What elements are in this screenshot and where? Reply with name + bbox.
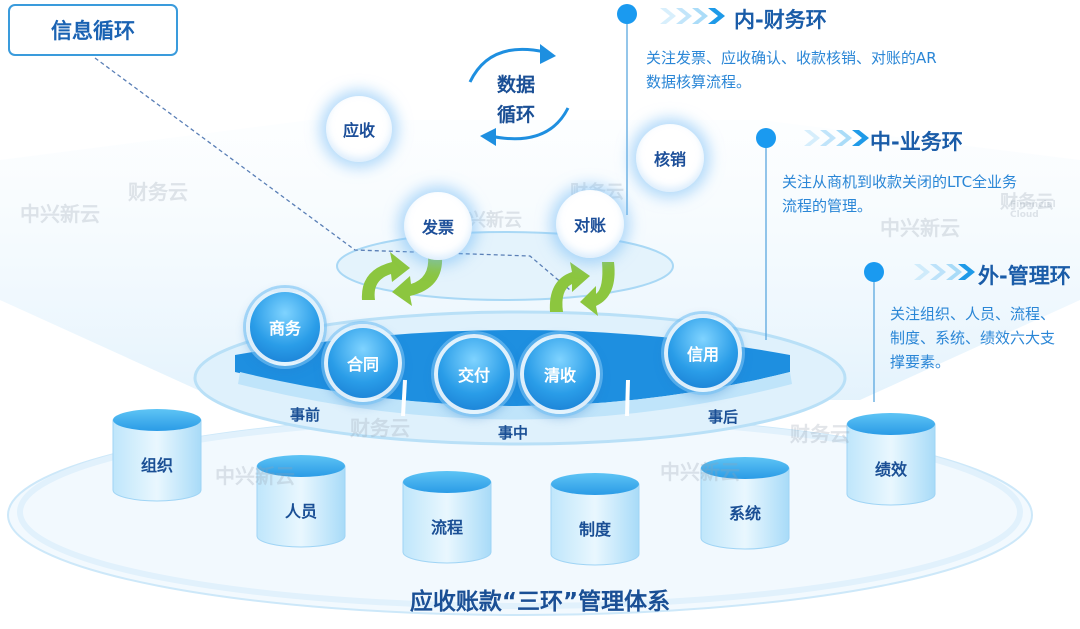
inner-ring-desc-line: 数据核算流程。 — [646, 73, 752, 91]
exchange-arrows-icon — [361, 252, 615, 316]
watermark-logo: 财务云 — [128, 180, 188, 204]
middle-ring-marker — [756, 128, 776, 148]
watermark-logo: 中兴新云 — [660, 460, 740, 484]
middle-ring-desc-line: 流程的管理。 — [782, 197, 873, 215]
chevron-icon — [660, 8, 725, 24]
outer-ring-desc: 关注组织、人员、流程、 制度、系统、绩效六大支 撑要素。 — [890, 302, 1055, 374]
diagram-title: 应收账款“三环”管理体系 — [409, 589, 671, 615]
phase-during: 事中 — [498, 424, 529, 442]
outer-ring-marker — [864, 262, 884, 282]
data-cycle-line2: 循环 — [496, 104, 535, 126]
node-business: 商务 — [246, 288, 324, 366]
middle-ring-desc-line: 关注从商机到收款关闭的LTC全业务 — [782, 173, 1018, 191]
cylinder-label-process: 流程 — [430, 518, 463, 537]
cylinder-0 — [112, 409, 202, 502]
outer-ring-desc-line: 关注组织、人员、流程、 — [890, 305, 1056, 323]
circle-reconcile: 对账 — [556, 190, 624, 258]
cylinder-3 — [550, 473, 640, 566]
middle-ring-title: 中-业务环 — [870, 130, 963, 154]
circle-receivable: 应收 — [326, 96, 392, 162]
cylinder-label-system: 系统 — [728, 504, 761, 523]
cylinder-label-org: 组织 — [140, 456, 173, 475]
cylinder-1 — [256, 455, 346, 548]
info-cycle-title: 信息循环 — [8, 4, 178, 56]
circle-writeoff: 核销 — [636, 124, 704, 192]
watermark-logo: 中兴新云 — [215, 464, 295, 488]
node-contract: 合同 — [324, 324, 402, 402]
circle-invoice: 发票 — [404, 192, 472, 260]
inner-ring-desc: 关注发票、应收确认、收款核销、对账的AR 数据核算流程。 — [646, 46, 937, 94]
cylinder-5 — [846, 413, 936, 506]
watermark-logo: 财务云 — [350, 416, 410, 440]
middle-ring-desc: 关注从商机到收款关闭的LTC全业务 流程的管理。 — [782, 170, 1017, 218]
outer-ring-desc-line: 撑要素。 — [890, 353, 951, 371]
node-credit: 信用 — [664, 314, 742, 392]
inner-ring-title: 内-财务环 — [734, 8, 827, 32]
node-collection: 清收 — [520, 334, 600, 414]
phase-after: 事后 — [708, 408, 739, 426]
chevron-icon — [914, 264, 975, 280]
cylinder-label-performance: 绩效 — [874, 460, 907, 479]
inner-ring-marker — [617, 4, 637, 24]
node-delivery: 交付 — [434, 334, 514, 414]
inner-ring-desc-line: 关注发票、应收确认、收款核销、对账的AR — [646, 49, 937, 67]
cylinder-4 — [700, 457, 790, 550]
cylinder-label-policy: 制度 — [578, 520, 611, 539]
watermark-logo: Financial Cloud — [1010, 200, 1056, 220]
cylinder-2 — [402, 471, 492, 564]
cylinder-label-people: 人员 — [284, 502, 317, 521]
outer-ring-title: 外-管理环 — [978, 264, 1071, 288]
watermark-logo: 中兴新云 — [880, 216, 960, 240]
info-connector — [94, 57, 571, 291]
chevron-icon — [804, 130, 869, 146]
data-cycle-label: 数据 循环 — [492, 70, 540, 130]
watermark-logo: 财务云 — [1000, 192, 1054, 213]
phase-before: 事前 — [290, 406, 321, 424]
watermark-logo: 中兴新云 — [20, 202, 100, 226]
outer-ring-desc-line: 制度、系统、绩效六大支 — [890, 329, 1056, 347]
data-cycle-line1: 数据 — [496, 74, 535, 96]
watermark-logo: 财务云 — [790, 422, 850, 446]
cycle-arrows-icon — [468, 47, 570, 141]
